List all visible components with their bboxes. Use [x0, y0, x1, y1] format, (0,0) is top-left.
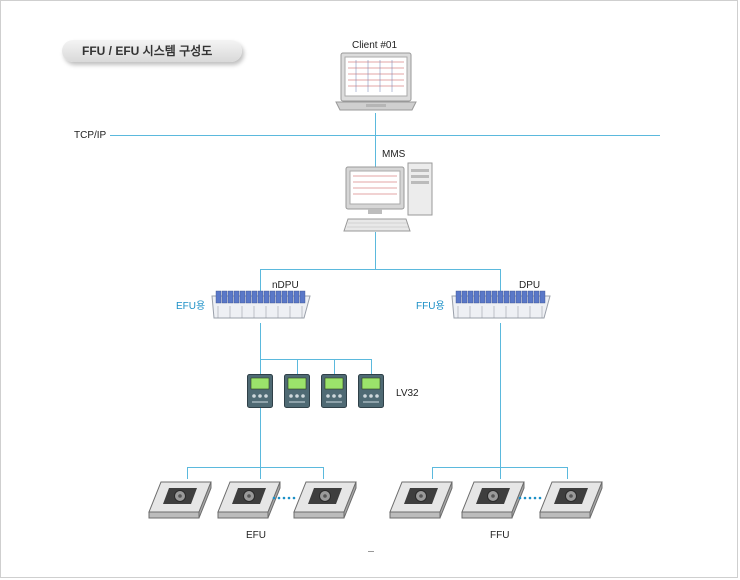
dpu-controller-rack-icon [451, 290, 551, 319]
ndpu-controller-rack-icon [211, 290, 311, 319]
ffu-unit-icon [461, 481, 525, 519]
tcpip-network-line [110, 135, 660, 136]
mms-downlink [375, 232, 376, 270]
efu-unit-icon [217, 481, 281, 519]
ndpu-to-lv32-line [260, 323, 261, 359]
lv32-drop-4 [371, 359, 372, 374]
dpu-drop-line [500, 269, 501, 291]
efu-unit-icon [293, 481, 357, 519]
ndpu-drop-line [260, 269, 261, 291]
efu-drop-3 [323, 467, 324, 479]
mms-label: MMS [382, 149, 406, 160]
ffu-unit-icon [389, 481, 453, 519]
ellipsis-dots-icon [272, 496, 296, 500]
divider-mark [368, 551, 374, 552]
lv32-unit-icon [321, 374, 347, 408]
lv32-unit-icon [247, 374, 273, 408]
dpu-side-label: FFU용 [416, 301, 445, 312]
bus-split-line [260, 269, 500, 270]
desktop-computer-icon [343, 162, 433, 232]
efu-bus-line [187, 467, 324, 468]
lv32-drop-3 [334, 359, 335, 374]
lv32-unit-icon [284, 374, 310, 408]
dpu-to-ffu-line [500, 323, 501, 467]
laptop-icon [335, 52, 417, 111]
client-link [375, 113, 376, 135]
diagram-title: FFU / EFU 시스템 구성도 [62, 40, 242, 62]
ndpu-label: nDPU [272, 280, 299, 291]
efu-label: EFU [246, 530, 266, 541]
ffu-unit-icon [539, 481, 603, 519]
client-label: Client #01 [352, 40, 398, 51]
efu-drop-2 [260, 467, 261, 479]
lv32-to-efu-line [260, 407, 261, 467]
lv32-unit-icon [358, 374, 384, 408]
efu-drop-1 [187, 467, 188, 479]
ffu-drop-3 [567, 467, 568, 479]
efu-unit-icon [148, 481, 212, 519]
lv32-bus-line [260, 359, 372, 360]
ndpu-side-label: EFU용 [176, 301, 206, 312]
ffu-drop-1 [432, 467, 433, 479]
mms-uplink [375, 135, 376, 173]
tcpip-label: TCP/IP [74, 130, 107, 141]
lv32-drop-2 [297, 359, 298, 374]
ffu-drop-2 [500, 467, 501, 479]
lv32-drop-1 [260, 359, 261, 374]
ellipsis-dots-icon [518, 496, 542, 500]
ffu-label: FFU [490, 530, 510, 541]
lv32-label: LV32 [396, 388, 419, 399]
dpu-label: DPU [519, 280, 541, 291]
